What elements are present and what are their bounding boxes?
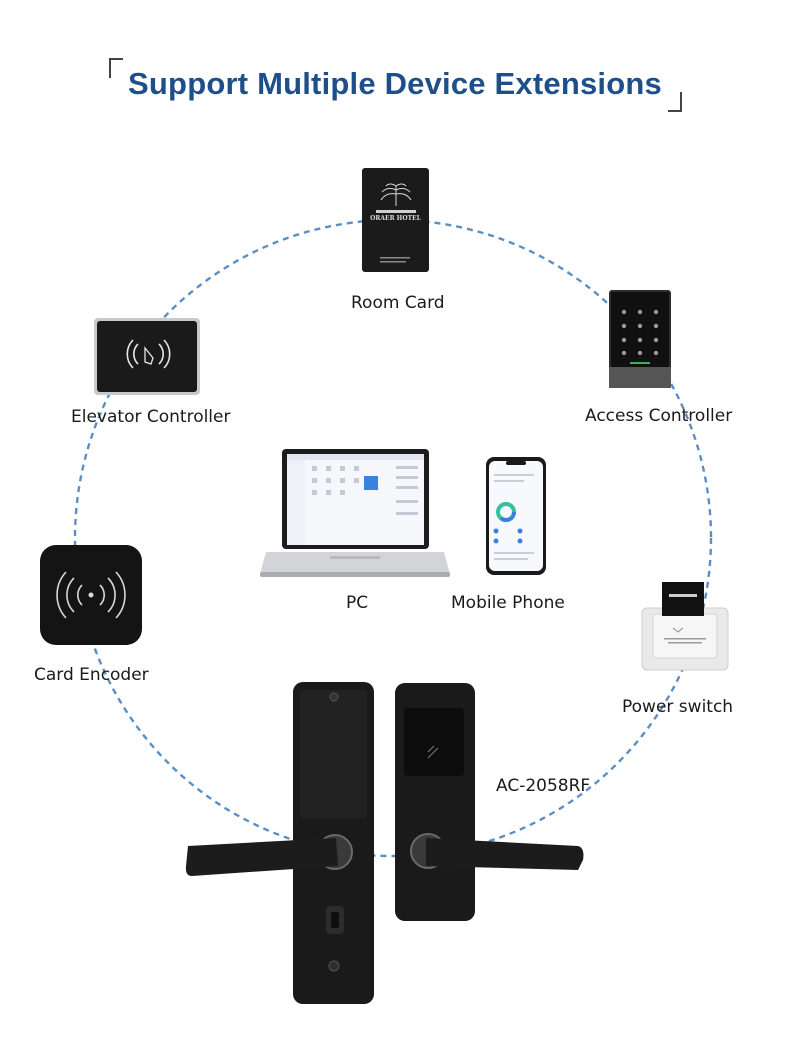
title-corner-left — [109, 58, 123, 78]
access-controller-label: Access Controller — [585, 406, 733, 426]
room-card-label: Room Card — [351, 293, 445, 313]
elevator-controller-label: Elevator Controller — [71, 407, 231, 427]
room-card-text: ORAER HOTEL — [370, 215, 421, 222]
lock-model-label: AC-2058RF — [496, 776, 591, 796]
power-switch-label: Power switch — [622, 697, 734, 717]
title-corner-right — [668, 92, 682, 112]
mobile-phone-label: Mobile Phone — [451, 593, 565, 613]
card-encoder-label: Card Encoder — [34, 665, 149, 685]
pc-label: PC — [346, 593, 369, 613]
page-title: Support Multiple Device Extensions — [128, 66, 662, 101]
